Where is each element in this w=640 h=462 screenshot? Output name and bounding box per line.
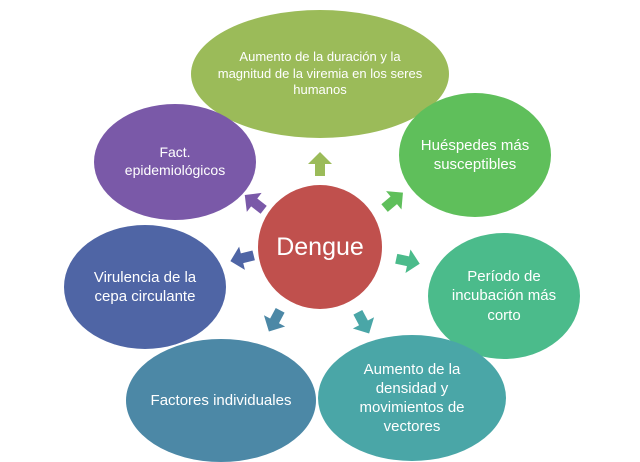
factor-susceptible-hosts: Huéspedes más susceptibles — [399, 93, 551, 217]
arrow-to-strain-virulence — [230, 246, 255, 270]
factor-susceptible-hosts-label: Huéspedes más susceptibles — [420, 136, 530, 173]
factor-incubation-period: Período de incubación más corto — [428, 233, 580, 359]
arrow-to-vector-density — [352, 309, 375, 334]
arrow-to-viremia — [308, 152, 332, 176]
center-label: Dengue — [276, 233, 364, 261]
factor-incubation-period-label: Período de incubación más corto — [451, 268, 557, 324]
factor-strain-virulence-label: Virulencia de la cepa circulante — [93, 268, 197, 305]
factor-strain-virulence: Virulencia de la cepa circulante — [64, 225, 226, 349]
arrow-to-individual — [263, 307, 286, 332]
center-node-dengue: Dengue — [258, 185, 382, 309]
arrow-to-epidemiological — [244, 192, 267, 214]
factor-epidemiological-label: Fact. epidemiológicos — [124, 144, 226, 178]
arrow-to-incubation-period — [395, 249, 420, 273]
factor-individual: Factores individuales — [126, 339, 316, 462]
arrow-to-susceptible-hosts — [381, 191, 403, 212]
factor-epidemiological: Fact. epidemiológicos — [94, 104, 256, 220]
factor-vector-density-label: Aumento de la densidad y movimientos de … — [359, 360, 465, 436]
factor-individual-label: Factores individuales — [150, 391, 292, 409]
factor-viremia: Aumento de la duración y la magnitud de … — [191, 10, 449, 138]
factor-viremia-label: Aumento de la duración y la magnitud de … — [217, 49, 423, 98]
factor-vector-density: Aumento de la densidad y movimientos de … — [318, 335, 506, 461]
